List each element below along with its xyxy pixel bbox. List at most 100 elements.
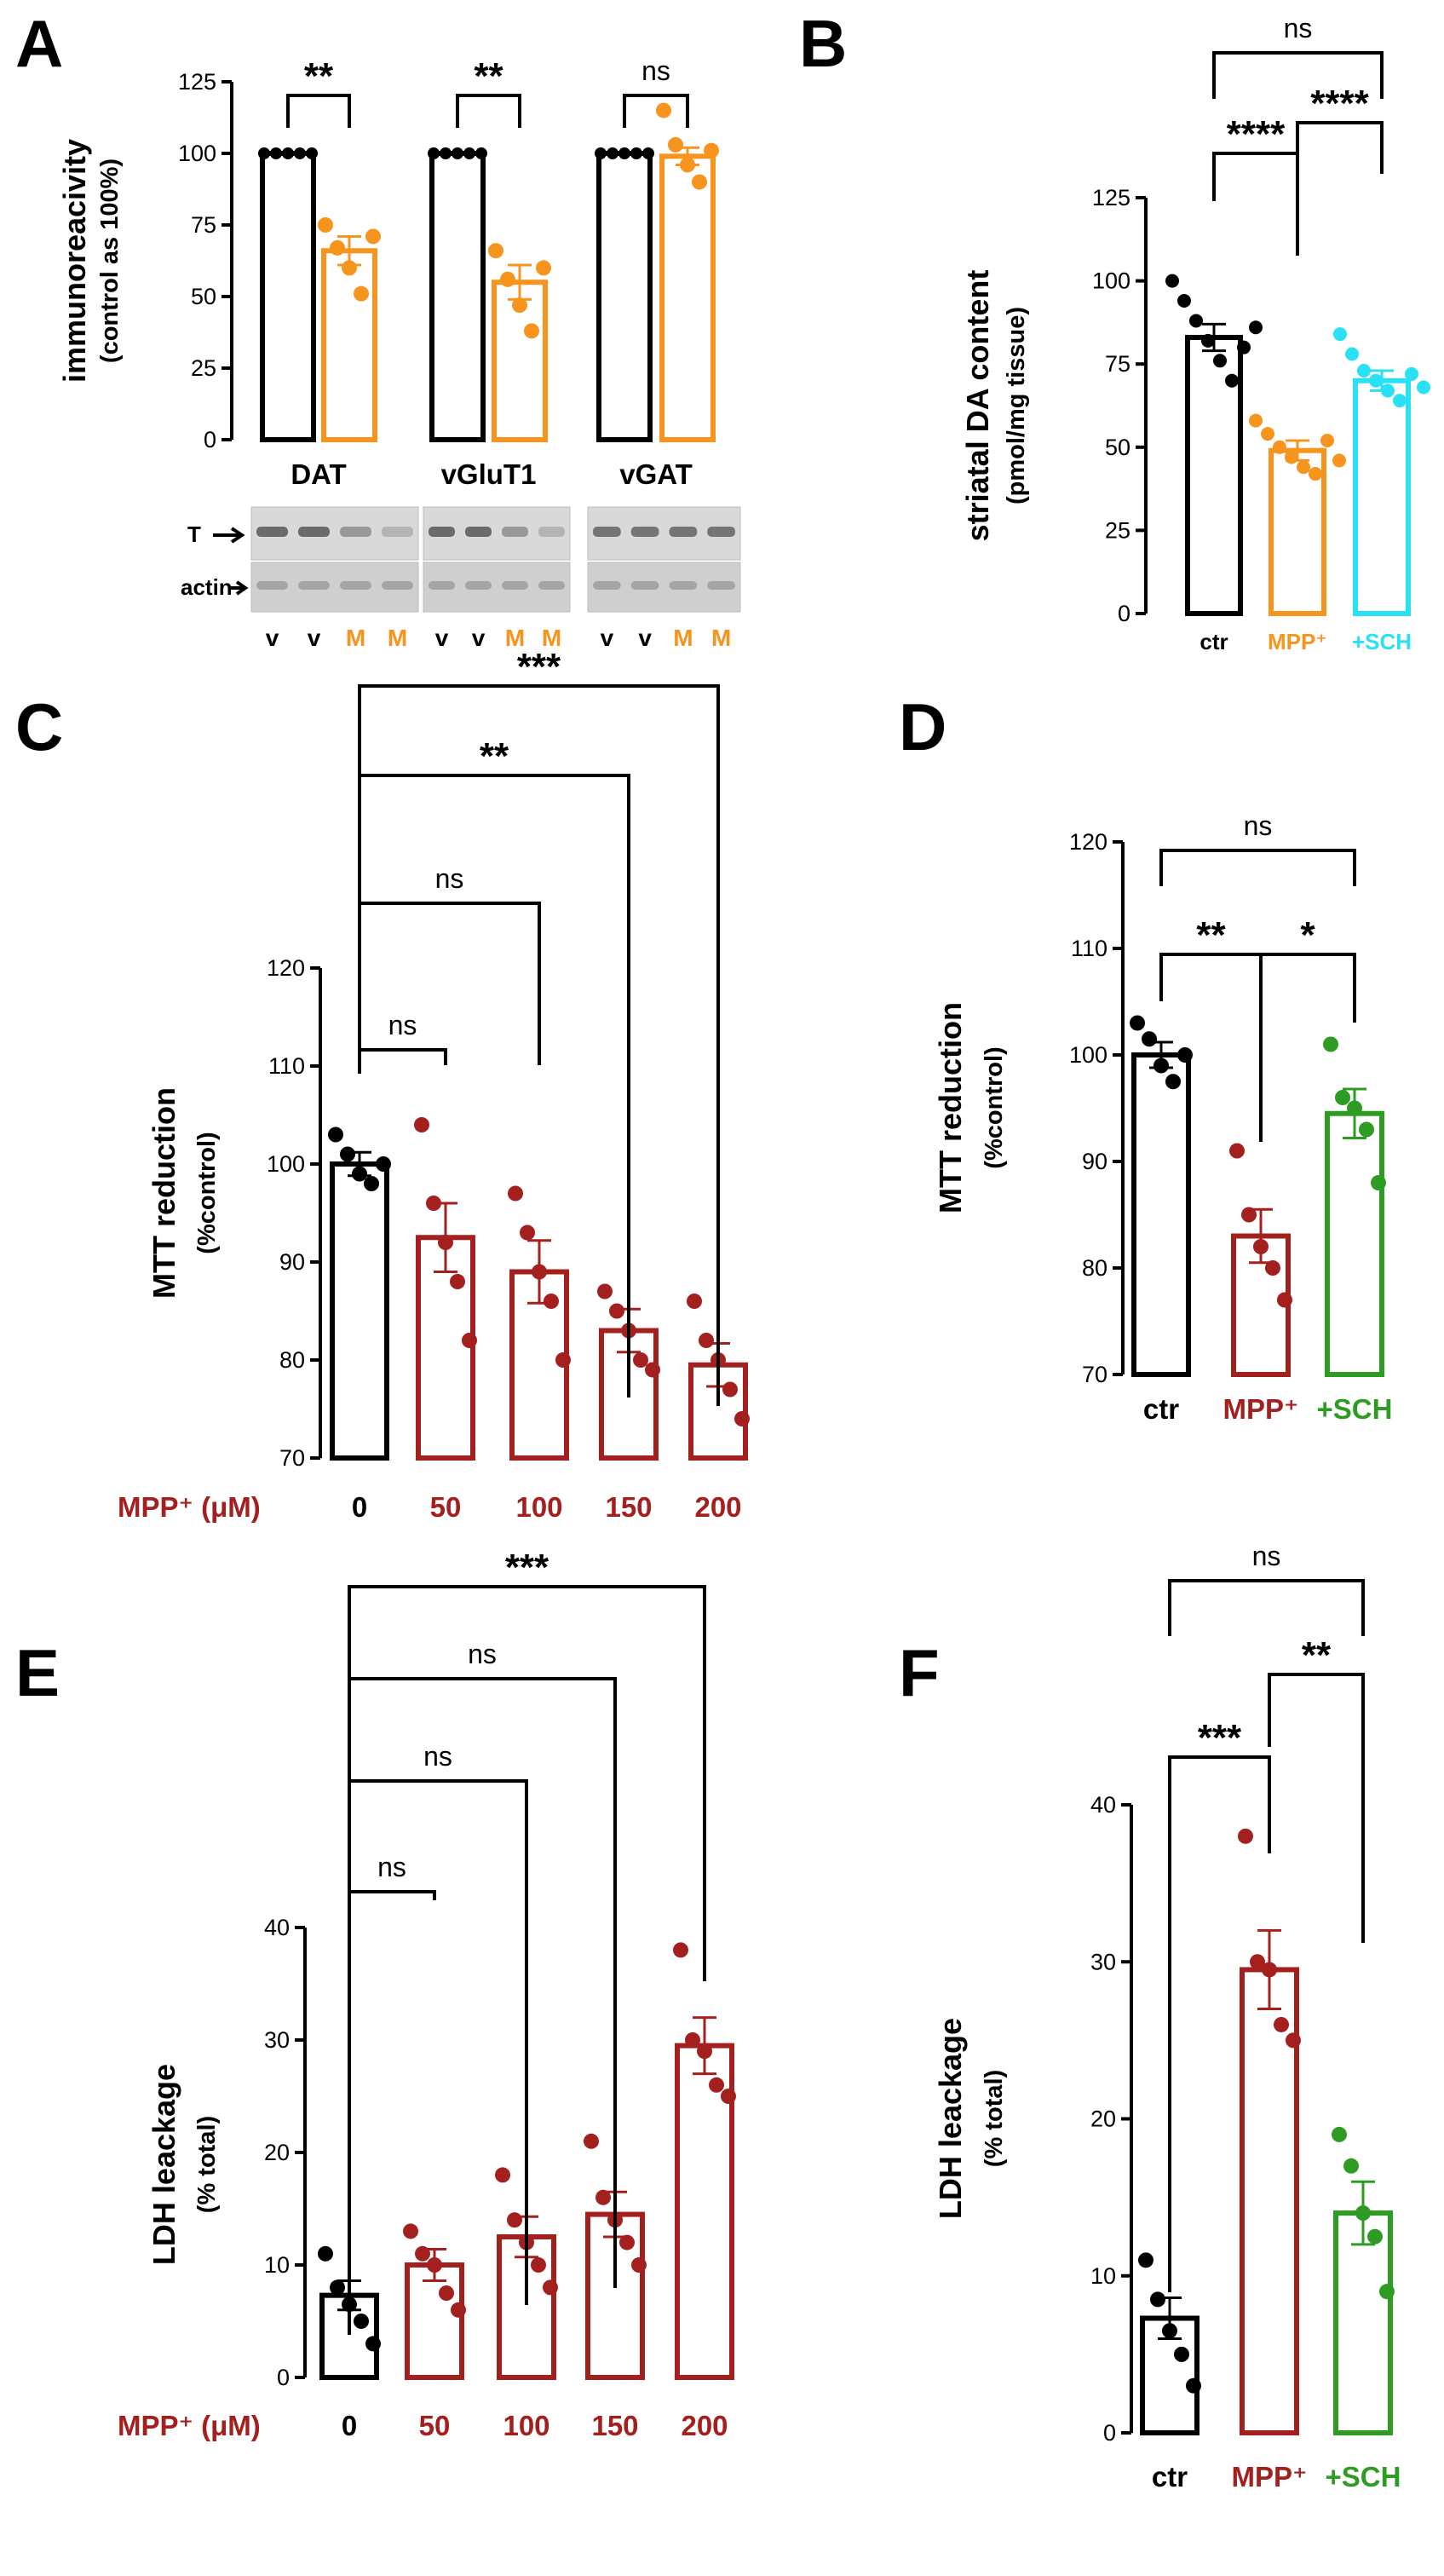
blot-band [593,527,621,537]
panel-f-2-point [1332,2126,1347,2142]
panel-d-1-point [1229,1143,1245,1159]
blot-band [340,527,371,537]
panel-a-vglut1-ctr-point [475,147,487,159]
panel-f-2-point [1343,2158,1359,2174]
panel-b-category-1: MPP⁺ [1268,629,1327,654]
panel-d-ytick-label: 70 [1082,1362,1107,1387]
panel-b-ytick-label: 100 [1092,268,1130,294]
panel-f-category-0: ctr [1152,2461,1188,2492]
panel-d-1-point [1253,1239,1269,1254]
panel-b-0-point [1225,373,1239,388]
panel-d-bar-0 [1131,1052,1191,1377]
panel-c-2-point [544,1294,559,1309]
blot-band [502,527,528,537]
panel-e-1-point [451,2302,466,2318]
panel-a-dat-bracket [286,94,351,128]
panel-c-ytick-label: 90 [279,1249,305,1275]
panel-d-ytick-label: 120 [1069,829,1107,855]
panel-a-bar-dat-ctr [260,151,316,442]
panel-a-category-vgat: vGAT [619,458,693,490]
panel-f-bar-2 [1333,2210,1393,2436]
panel-f-0-point [1150,2291,1165,2308]
panel-f-0-point [1138,2252,1153,2268]
panel-d-1-point [1265,1260,1280,1276]
blot-band [382,581,413,590]
panel-b-ytick-label: 25 [1105,517,1130,543]
blot-band [298,527,330,537]
panel-a-dat-mpp-point [330,239,345,256]
panel-f-0-point [1174,2346,1189,2362]
panel-c-0-point [352,1166,367,1182]
panel-c-0-point [328,1127,343,1143]
blot-band [630,527,659,537]
panel-d-ylabel2: (%control) [981,1046,1008,1168]
panel-d-bar-2 [1325,1110,1384,1377]
blot-lane-label: M [673,625,693,651]
panel-a-ytick-label: 125 [178,69,216,95]
panel-f-ylabel: LDH leackage [933,2018,968,2219]
panel-c-4-point [722,1381,738,1397]
panel-a-dat-ctr-point [282,147,294,159]
panel-d-category-0: ctr [1143,1393,1179,1425]
panel-e-0-vs-200-sig-label: *** [505,1547,549,1588]
panel-c-ylabel2: (%control) [193,1132,221,1253]
blot-lane-label: M [711,625,731,651]
blot-lane-label: M [505,625,525,651]
panel-b-0-point [1249,320,1263,335]
panel-b-2-point [1357,364,1371,378]
panel-a-dat-ctr-point [270,147,282,159]
panel-e-category-4: 200 [681,2410,728,2441]
panel-f-ytick-label: 30 [1090,1949,1116,1974]
panel-a-dat-ctr-point [306,147,318,159]
panel-c-0-vs-200-bracket [358,684,720,1406]
panel-a-vgat-bracket [623,94,689,128]
panel-e-ytick-label: 30 [264,2027,290,2053]
panel-c-2-point [520,1225,535,1241]
blot-lane-label: v [472,625,486,651]
panel-d-mpp-vs-sch-bracket [1259,953,1356,1142]
panel-b-ytick-label: 125 [1092,185,1130,210]
panel-d-0-point [1153,1057,1169,1074]
panel-f-ytick-label: 20 [1090,2106,1116,2132]
panel-c-4-point [687,1294,702,1309]
panel-f-ctr-vs-mpp-bracket [1168,1755,1271,2292]
panel-f-ytick-label: 40 [1090,1792,1116,1818]
panel-label-d: D [899,689,946,764]
panel-c-0-vs-150-sig-label: ** [480,735,509,777]
panel-a-bar-vgat-ctr [596,151,653,442]
panel-b-2-point [1405,366,1418,381]
arrow-icon [228,580,249,596]
panel-a-vgat-mpp-point [692,174,707,190]
panel-c-ylabel: MTT reduction [147,1087,181,1299]
panel-f-ctr-vs-mpp-sig-label: *** [1198,1717,1242,1759]
panel-d-ytick-label: 110 [1071,936,1107,961]
panel-label-b: B [799,6,847,81]
panel-e-0-vs-100-sig-label: ns [423,1741,452,1772]
blot-actin-strip [250,562,419,613]
blot-band [382,527,413,537]
blot-band [538,581,565,590]
panel-b-1-point [1320,433,1334,447]
blot-lane-label: v [638,625,652,651]
panel-b-ytick-label: 50 [1105,435,1130,460]
panel-e-xlabel: MPP⁺ (μM) [118,2410,261,2441]
panel-d-ctr-vs-sch-sig-label: ns [1244,810,1273,841]
panel-c-ytick-label: 100 [267,1151,305,1177]
arrow-icon [213,527,245,544]
panel-e-ytick-label: 0 [277,2365,290,2390]
panel-f-ytick-label: 10 [1090,2263,1116,2289]
panel-b-0-point [1213,354,1227,368]
blot-band [256,527,288,537]
panel-b-mpp-vs-sch-bracket [1296,121,1384,174]
blot-actin-strip [587,562,741,613]
panel-a-ytick-label: 100 [178,141,216,166]
panel-e-2-point [531,2257,546,2273]
panel-a-vgat-ctr-point [618,147,630,159]
panel-c-0-point [340,1146,355,1162]
panel-b-0-point [1201,333,1215,348]
panel-a-vglut1-sig-label: ** [474,55,503,97]
panel-b-2-point [1345,347,1359,361]
panel-a-category-vglut1: vGluT1 [441,458,537,490]
panel-a-vglut1-mpp-point [536,260,551,276]
